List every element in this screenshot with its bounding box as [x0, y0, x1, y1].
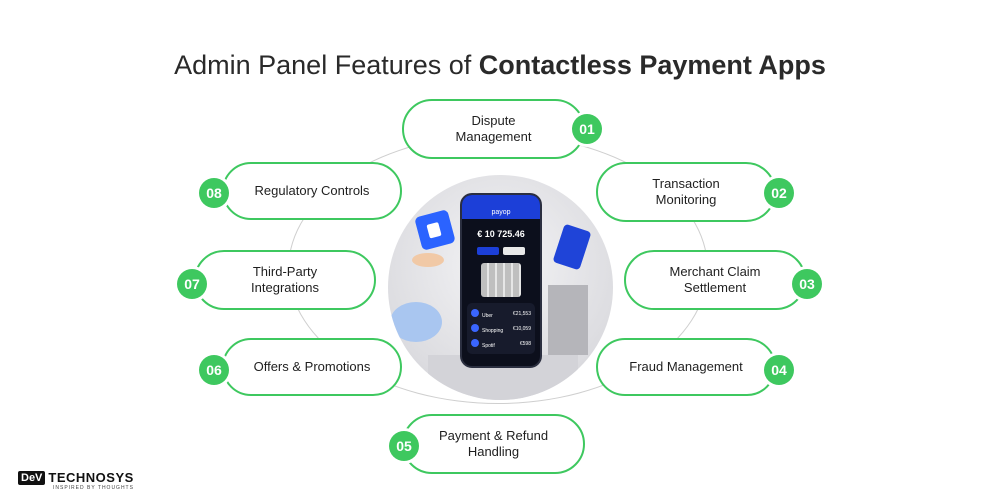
feature-regulatory-controls: Regulatory Controls [222, 162, 402, 220]
phone-mockup: payop € 10 725.46 Uber €21,553 Shopping €1… [460, 193, 542, 368]
feature-number-badge: 07 [177, 269, 207, 299]
app-buttons [462, 247, 540, 255]
hand-icon [412, 253, 444, 267]
feature-label: Third-Party Integrations [251, 264, 319, 295]
feature-number-badge: 08 [199, 178, 229, 208]
feature-dispute-management: Dispute Management [402, 99, 585, 159]
cloud-shape [390, 302, 442, 342]
feature-number-badge: 03 [792, 269, 822, 299]
transaction-name: Uber [482, 312, 493, 319]
feature-label: Offers & Promotions [253, 359, 371, 374]
transaction-name: Spotif [482, 342, 495, 349]
feature-label: Dispute Management [455, 113, 532, 144]
receipt-icon [426, 222, 442, 239]
transaction-row: Spotif €598 [471, 336, 531, 351]
feature-offers-promotions: Offers & Promotions [222, 338, 402, 396]
feature-transaction-monitoring: Transaction Monitoring [596, 162, 776, 222]
brand-tagline: INSPIRED BY THOUGHTS [53, 485, 134, 491]
feature-number-badge: 04 [764, 355, 794, 385]
page-title: Admin Panel Features of Contactless Paym… [0, 50, 1000, 81]
transaction-amount: €598 [519, 340, 531, 347]
brand-mark: DeV [18, 470, 46, 485]
transaction-row: Shopping €10,059 [471, 321, 531, 336]
feature-number-badge: 02 [764, 178, 794, 208]
receive-button [503, 247, 525, 255]
title-bold: Contactless Payment Apps [478, 50, 826, 80]
transaction-list: Uber €21,553 Shopping €10,059 Spotif €598 [467, 303, 535, 354]
feature-label: Regulatory Controls [254, 183, 370, 198]
feature-merchant-claim-settlement: Merchant Claim Settlement [624, 250, 806, 310]
merchant-icon [471, 308, 479, 317]
coins-image [481, 263, 521, 297]
feature-label: Payment & Refund Handling [438, 428, 549, 459]
feature-payment-refund-handling: Payment & Refund Handling [402, 414, 585, 474]
merchant-icon [471, 338, 479, 347]
feature-label: Fraud Management [629, 359, 743, 374]
feature-third-party-integrations: Third-Party Integrations [194, 250, 376, 310]
merchant-icon [471, 323, 479, 332]
title-regular: Admin Panel Features of [174, 50, 479, 80]
feature-number-badge: 06 [199, 355, 229, 385]
transaction-amount: €10,059 [512, 325, 531, 332]
feature-number-badge: 01 [572, 114, 602, 144]
hero-illustration: payop € 10 725.46 Uber €21,553 Shopping €1… [388, 175, 613, 400]
transaction-amount: €21,553 [512, 310, 531, 317]
balance-amount: € 10 725.46 [477, 229, 525, 239]
feature-label: Merchant Claim Settlement [669, 264, 761, 295]
feature-fraud-management: Fraud Management [596, 338, 776, 396]
wallet-icon [553, 224, 591, 270]
brand-logo: DeV TECHNOSYS INSPIRED BY THOUGHTS [18, 470, 134, 491]
send-button [477, 247, 499, 255]
brand-name: TECHNOSYS [48, 470, 134, 485]
pedestal-shape [548, 285, 588, 355]
feature-label: Transaction Monitoring [652, 176, 720, 207]
transaction-name: Shopping [482, 327, 504, 334]
feature-number-badge: 05 [389, 431, 419, 461]
app-header: payop [462, 195, 540, 219]
transaction-row: Uber €21,553 [471, 306, 531, 321]
